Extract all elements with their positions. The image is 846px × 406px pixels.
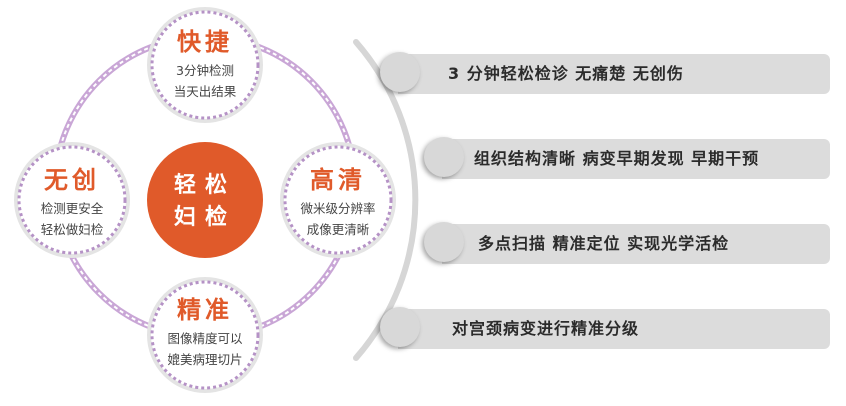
node-circle-bottom: [147, 277, 263, 393]
feature-bar-3-text: 多点扫描 精准定位 实现光学活检: [478, 234, 730, 253]
node-bottom: 精准 图像精度可以 媲美病理切片: [149, 296, 261, 370]
node-circle-right: [280, 142, 396, 258]
node-top-line2: 当天出结果: [173, 84, 237, 99]
feature-bar-2: 组织结构清晰 病变早期发现 早期干预: [442, 139, 830, 179]
feature-knob-4: [380, 307, 420, 347]
feature-bar-4-text: 对宫颈病变进行精准分级: [452, 319, 640, 338]
feature-bar-1: 3 分钟轻松检诊 无痛楚 无创伤: [398, 54, 830, 94]
node-left-title: 无创: [44, 166, 100, 194]
feature-knob-3: [424, 222, 464, 262]
node-top-line1: 3分钟检测: [176, 63, 234, 78]
feature-bar-2-text: 组织结构清晰 病变早期发现 早期干预: [474, 149, 760, 168]
node-top-title: 快捷: [177, 28, 233, 56]
node-circle-left: [14, 142, 130, 258]
center-label: 轻松 妇检: [149, 170, 261, 234]
feature-knob-1: [380, 52, 420, 92]
center-label-line2: 妇检: [173, 205, 236, 230]
center-label-line1: 轻松: [173, 173, 236, 198]
feature-bar-4: 对宫颈病变进行精准分级: [398, 309, 830, 349]
node-right-title: 高清: [310, 166, 366, 194]
node-bottom-line1: 图像精度可以: [167, 331, 243, 346]
feature-bar-1-text: 3 分钟轻松检诊 无痛楚 无创伤: [448, 64, 684, 83]
node-right: 高清 微米级分辨率 成像更清晰: [282, 166, 394, 240]
node-right-line1: 微米级分辨率: [300, 201, 376, 216]
feature-bar-3: 多点扫描 精准定位 实现光学活检: [442, 224, 830, 264]
node-left-line1: 检测更安全: [40, 201, 104, 216]
feature-knob-2: [424, 137, 464, 177]
node-bottom-title: 精准: [177, 296, 233, 324]
node-left-line2: 轻松做妇检: [40, 222, 104, 237]
center-circle: [147, 142, 263, 258]
node-left: 无创 检测更安全 轻松做妇检: [16, 166, 128, 240]
node-right-line2: 成像更清晰: [306, 222, 370, 237]
node-bottom-line2: 媲美病理切片: [167, 352, 243, 367]
node-circle-top: [147, 7, 263, 123]
node-top: 快捷 3分钟检测 当天出结果: [149, 28, 261, 102]
